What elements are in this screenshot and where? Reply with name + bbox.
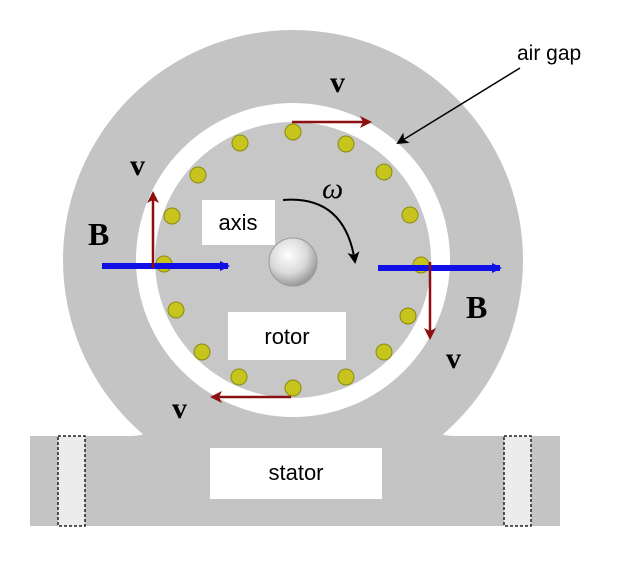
v-label-bottom: v	[172, 392, 187, 425]
stator-label-box	[210, 448, 382, 499]
v-label-left: v	[130, 149, 145, 182]
conductor	[163, 207, 181, 225]
conductor	[167, 301, 185, 319]
conductor	[375, 163, 393, 181]
conductor	[284, 123, 302, 141]
axis-label: axis	[218, 210, 257, 235]
conductor	[337, 135, 355, 153]
v-label-top: v	[330, 66, 345, 99]
conductor	[399, 307, 417, 325]
conductor	[189, 166, 207, 184]
air-gap-label: air gap	[517, 42, 581, 65]
axis-label-box	[202, 200, 275, 245]
conductor	[401, 206, 419, 224]
conductor	[337, 368, 355, 386]
omega-label: ω	[322, 172, 343, 205]
stator-label: stator	[268, 460, 323, 485]
conductor	[230, 368, 248, 386]
conductor	[231, 134, 249, 152]
b-label-right: B	[466, 289, 487, 325]
conductor	[284, 379, 302, 397]
mount-slot-left	[57, 435, 86, 527]
conductor	[375, 343, 393, 361]
b-label-left: B	[88, 216, 109, 252]
rotation-arrow-icon	[282, 198, 360, 264]
rotor-label: rotor	[264, 324, 309, 349]
air-gap-pointer	[396, 67, 521, 145]
shaft-icon	[268, 237, 318, 287]
rotor-label-box	[228, 312, 346, 360]
conductor	[193, 343, 211, 361]
v-label-right: v	[446, 342, 461, 375]
mount-slot-right	[503, 435, 532, 527]
